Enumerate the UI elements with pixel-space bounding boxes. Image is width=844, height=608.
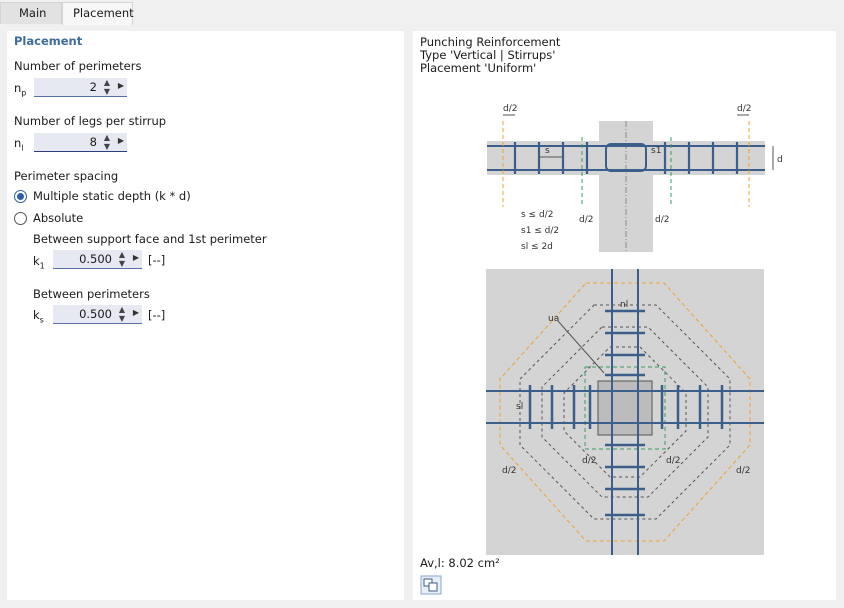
num-legs-value: 8 bbox=[89, 135, 97, 149]
spin-updown-icon[interactable]: ▲▼ bbox=[118, 305, 126, 323]
ks-value: 0.500 bbox=[79, 307, 112, 321]
dim-d2-label: d/2 bbox=[582, 456, 596, 466]
dim-d2-label: d/2 bbox=[737, 104, 751, 114]
dim-d2-label: d/2 bbox=[736, 466, 750, 476]
rule-s: s ≤ d/2 bbox=[521, 210, 553, 220]
tab-placement[interactable]: Placement bbox=[62, 2, 134, 25]
diagram-title-line2: Type 'Vertical | Stirrups' bbox=[420, 48, 556, 62]
num-perimeters-label: Number of perimeters bbox=[14, 59, 142, 73]
spin-right-arrow-icon[interactable]: ▶ bbox=[117, 136, 124, 145]
spin-updown-icon[interactable]: ▲▼ bbox=[118, 250, 126, 268]
radio-static-depth[interactable] bbox=[14, 190, 27, 203]
k1-spinbox[interactable]: 0.500 ▲▼ ▶ bbox=[53, 250, 142, 269]
dim-s1-label: s1 bbox=[651, 146, 661, 156]
spin-updown-icon[interactable]: ▲▼ bbox=[103, 78, 111, 96]
rule-sl: sl ≤ 2d bbox=[521, 242, 553, 252]
copy-icon bbox=[420, 575, 442, 595]
np-symbol: np bbox=[14, 81, 27, 98]
section-title: Placement bbox=[14, 34, 83, 48]
area-value: : 8.02 cm² bbox=[440, 556, 500, 570]
diagram-title-line3: Placement 'Uniform' bbox=[420, 61, 537, 75]
dim-s-label: s bbox=[545, 146, 550, 156]
plan-view-diagram: ua nl sl d/2 d/2 d/2 d/2 bbox=[486, 269, 764, 555]
dim-sl-label: sl bbox=[516, 402, 523, 412]
rule-s1: s1 ≤ d/2 bbox=[521, 226, 559, 236]
support-face-label: Between support face and 1st perimeter bbox=[33, 232, 267, 246]
spin-updown-icon[interactable]: ▲▼ bbox=[103, 133, 111, 151]
placement-panel: Placement Number of perimeters np 2 ▲▼ ▶… bbox=[7, 31, 404, 600]
num-perimeters-value: 2 bbox=[89, 80, 97, 94]
diagram-panel: Punching Reinforcement Type 'Vertical | … bbox=[413, 31, 836, 600]
spin-right-arrow-icon[interactable]: ▶ bbox=[117, 81, 124, 90]
dim-d2-label: d/2 bbox=[655, 215, 669, 225]
radio-absolute-label[interactable]: Absolute bbox=[33, 211, 84, 225]
dim-d2-label: d/2 bbox=[502, 466, 516, 476]
num-legs-spinbox[interactable]: 8 ▲▼ ▶ bbox=[34, 133, 127, 152]
dim-nl-label: nl bbox=[620, 300, 628, 310]
copy-diagram-button[interactable] bbox=[420, 575, 442, 595]
section-view-diagram: d/2 d/2 s s1 d d/2 d/2 s ≤ d/2 s1 ≤ d/2 … bbox=[487, 104, 783, 252]
spin-right-arrow-icon[interactable]: ▶ bbox=[132, 253, 139, 262]
k1-symbol: k1 bbox=[33, 254, 45, 271]
ks-unit: [--] bbox=[148, 308, 166, 322]
area-readout: Av,l: 8.02 cm² bbox=[420, 556, 500, 570]
diagram-title-line1: Punching Reinforcement bbox=[420, 35, 561, 49]
num-legs-label: Number of legs per stirrup bbox=[14, 114, 167, 128]
num-perimeters-spinbox[interactable]: 2 ▲▼ ▶ bbox=[34, 78, 127, 97]
dim-d-label: d bbox=[777, 155, 783, 165]
radio-absolute[interactable] bbox=[14, 212, 27, 225]
perimeter-spacing-label: Perimeter spacing bbox=[14, 169, 119, 183]
ks-spinbox[interactable]: 0.500 ▲▼ ▶ bbox=[53, 305, 142, 324]
ks-symbol: ks bbox=[33, 308, 44, 325]
tab-bar: Main Placement bbox=[0, 0, 844, 25]
k1-unit: [--] bbox=[148, 253, 166, 267]
between-perimeters-label: Between perimeters bbox=[33, 287, 150, 301]
k1-value: 0.500 bbox=[79, 252, 112, 266]
dim-d2-label: d/2 bbox=[503, 104, 517, 114]
tab-placement-label: Placement bbox=[73, 6, 134, 20]
dim-ua-label: ua bbox=[548, 314, 559, 324]
nl-symbol: nl bbox=[14, 136, 24, 153]
dim-d2-label: d/2 bbox=[579, 215, 593, 225]
tab-main[interactable]: Main bbox=[0, 2, 62, 24]
dim-d2-label: d/2 bbox=[666, 456, 680, 466]
spin-right-arrow-icon[interactable]: ▶ bbox=[132, 308, 139, 317]
radio-static-depth-label[interactable]: Multiple static depth (k * d) bbox=[33, 189, 191, 203]
area-label: Av,l bbox=[420, 556, 441, 570]
tab-main-label: Main bbox=[19, 6, 47, 20]
